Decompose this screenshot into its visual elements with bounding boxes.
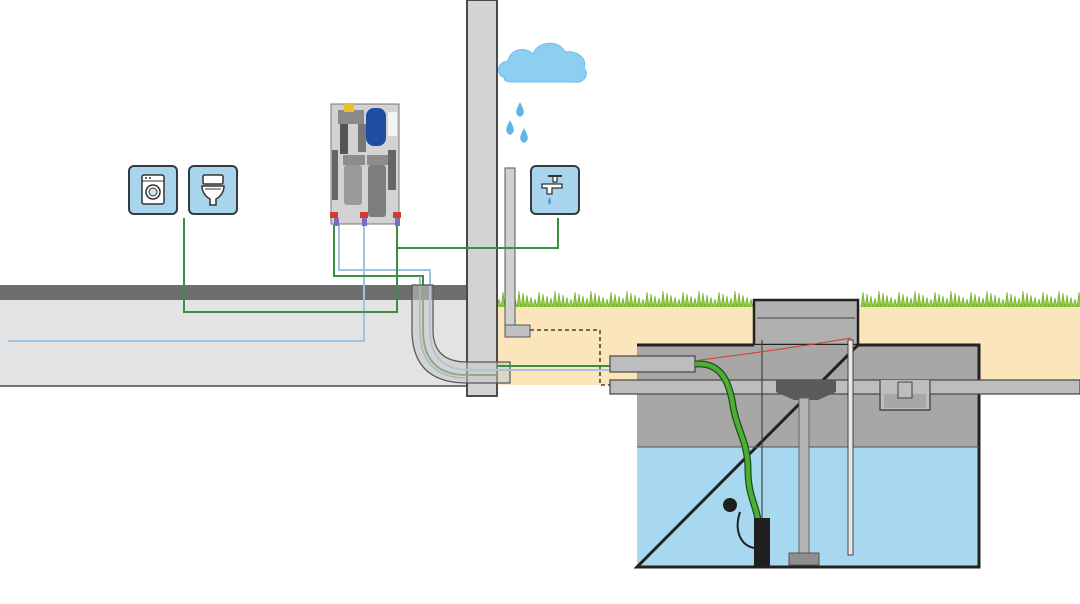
- submersible-pump: [723, 498, 770, 566]
- garden-tap-pipe: [396, 218, 559, 249]
- house-wall: [466, 0, 498, 397]
- rainwater-control-unit: [330, 103, 401, 226]
- appliance-supply-pipe: [183, 218, 398, 313]
- pressure-vessel: [366, 108, 386, 146]
- inlet-filter: [776, 380, 836, 566]
- tank-entry-duct: [609, 355, 696, 373]
- washing-machine-icon: [128, 165, 178, 215]
- filter-left: [344, 165, 362, 205]
- level-sensor: [847, 339, 854, 556]
- protective-duct: [411, 284, 511, 384]
- float-switch: [723, 498, 737, 512]
- toilet-icon: [188, 165, 238, 215]
- downpipe: [504, 167, 531, 338]
- tank-manhole: [752, 298, 860, 347]
- sensor-cable: [699, 337, 852, 361]
- tap-icon: [530, 165, 580, 215]
- grass: [496, 290, 1080, 308]
- house-floor: [0, 285, 467, 387]
- grass-tufts: [496, 290, 1080, 308]
- rain-drops: [506, 102, 528, 143]
- rain-cloud: [498, 42, 587, 83]
- downpipe-to-tank-dashed: [530, 329, 610, 386]
- filter-right: [368, 165, 386, 217]
